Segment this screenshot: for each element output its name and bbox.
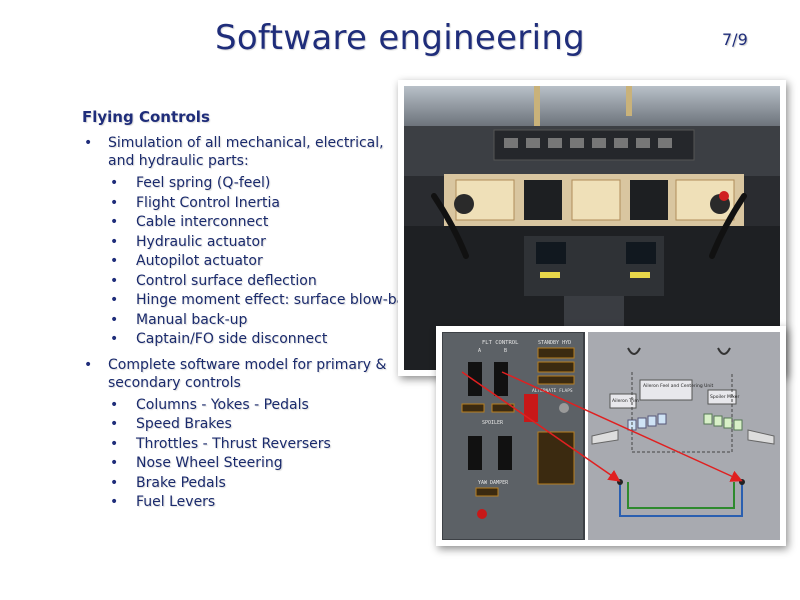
sub-bullet: Manual back-up: [108, 311, 402, 331]
schematic-spoiler-mixer: Spoiler Mixer: [710, 394, 739, 400]
sub-bullet-text: Brake Pedals: [136, 474, 226, 491]
sub-bullet-text: Captain/FO side disconnect: [136, 331, 328, 347]
sub-bullet-text: Cable interconnect: [136, 214, 269, 230]
sub-bullet-text: Control surface deflection: [136, 272, 317, 289]
sub-bullet-text: Autopilot actuator: [136, 253, 263, 269]
sub-bullet-list: Feel spring (Q-feel) Flight Control Iner…: [108, 174, 421, 350]
bullet-text: Complete software model for primary & se…: [108, 356, 387, 391]
schematic-aileron-trim: Aileron Trim: [612, 398, 639, 404]
sub-bullet-text: Hydraulic actuator: [136, 233, 266, 250]
sub-bullet-text: Flight Control Inertia: [136, 194, 280, 211]
panel-col-b: B: [504, 348, 507, 354]
panel-col-a: A: [478, 348, 481, 354]
sub-bullet: Hinge moment effect: surface blow-back: [108, 291, 421, 311]
sub-bullet: Nose Wheel Steering: [108, 454, 402, 474]
panel-standby-hyd: STANDBY HYD: [538, 340, 571, 346]
sub-bullet-text: Fuel Levers: [136, 494, 216, 510]
sub-bullet-text: Speed Brakes: [136, 416, 232, 432]
page-number: 7/9: [722, 30, 748, 49]
sub-bullet-text: Columns - Yokes - Pedals: [136, 396, 309, 413]
sub-bullet: Control surface deflection: [108, 272, 402, 292]
section-heading: Flying Controls: [82, 108, 210, 126]
flight-control-illustration: FLT CONTROL A B STANDBY HYD ALTERNATE FL…: [442, 332, 780, 540]
bullet-item: Complete software model for primary & se…: [82, 356, 402, 513]
cockpit-photo-frame: [398, 80, 786, 376]
bullet-text: Simulation of all mechanical, electrical…: [108, 135, 384, 169]
sub-bullet: Feel spring (Q-feel): [108, 174, 402, 194]
sub-bullet: Throttles - Thrust Reversers: [108, 435, 402, 455]
cockpit-illustration: [404, 86, 780, 370]
schematic-aileron-feel: Aileron Feel and Centering Unit: [643, 383, 714, 389]
sub-bullet: Cable interconnect: [108, 213, 402, 233]
sub-bullet: Captain/FO side disconnect: [108, 330, 402, 350]
panel-yaw-damper: YAW DAMPER: [478, 480, 509, 486]
flight-control-diagram-frame: FLT CONTROL A B STANDBY HYD ALTERNATE FL…: [436, 326, 786, 546]
flight-control-diagram: FLT CONTROL A B STANDBY HYD ALTERNATE FL…: [442, 332, 780, 540]
slide-title: Software engineering: [214, 18, 586, 58]
sub-bullet-text: Feel spring (Q-feel): [136, 175, 271, 191]
sub-bullet: Hydraulic actuator: [108, 233, 402, 253]
sub-bullet-text: Hinge moment effect: surface blow-back: [136, 292, 422, 308]
sub-bullet-text: Nose Wheel Steering: [136, 455, 283, 471]
sub-bullet: Flight Control Inertia: [108, 194, 402, 214]
sub-bullet: Brake Pedals: [108, 474, 402, 494]
sub-bullet-list: Columns - Yokes - Pedals Speed Brakes Th…: [108, 396, 402, 513]
panel-header: FLT CONTROL: [482, 340, 519, 346]
slide-content: Flying Controls Simulation of all mechan…: [82, 108, 421, 519]
sub-bullet: Autopilot actuator: [108, 252, 402, 272]
panel-alternate-flaps: ALTERNATE FLAPS: [532, 388, 573, 394]
bullet-list: Simulation of all mechanical, electrical…: [82, 134, 421, 513]
sub-bullet: Fuel Levers: [108, 493, 402, 513]
panel-spoiler: SPOILER: [482, 420, 504, 426]
sub-bullet: Speed Brakes: [108, 415, 402, 435]
sub-bullet-text: Throttles - Thrust Reversers: [136, 435, 331, 452]
bullet-item: Simulation of all mechanical, electrical…: [82, 134, 421, 350]
cockpit-photo: [404, 86, 780, 370]
sub-bullet: Columns - Yokes - Pedals: [108, 396, 402, 416]
sub-bullet-text: Manual back-up: [136, 311, 248, 328]
